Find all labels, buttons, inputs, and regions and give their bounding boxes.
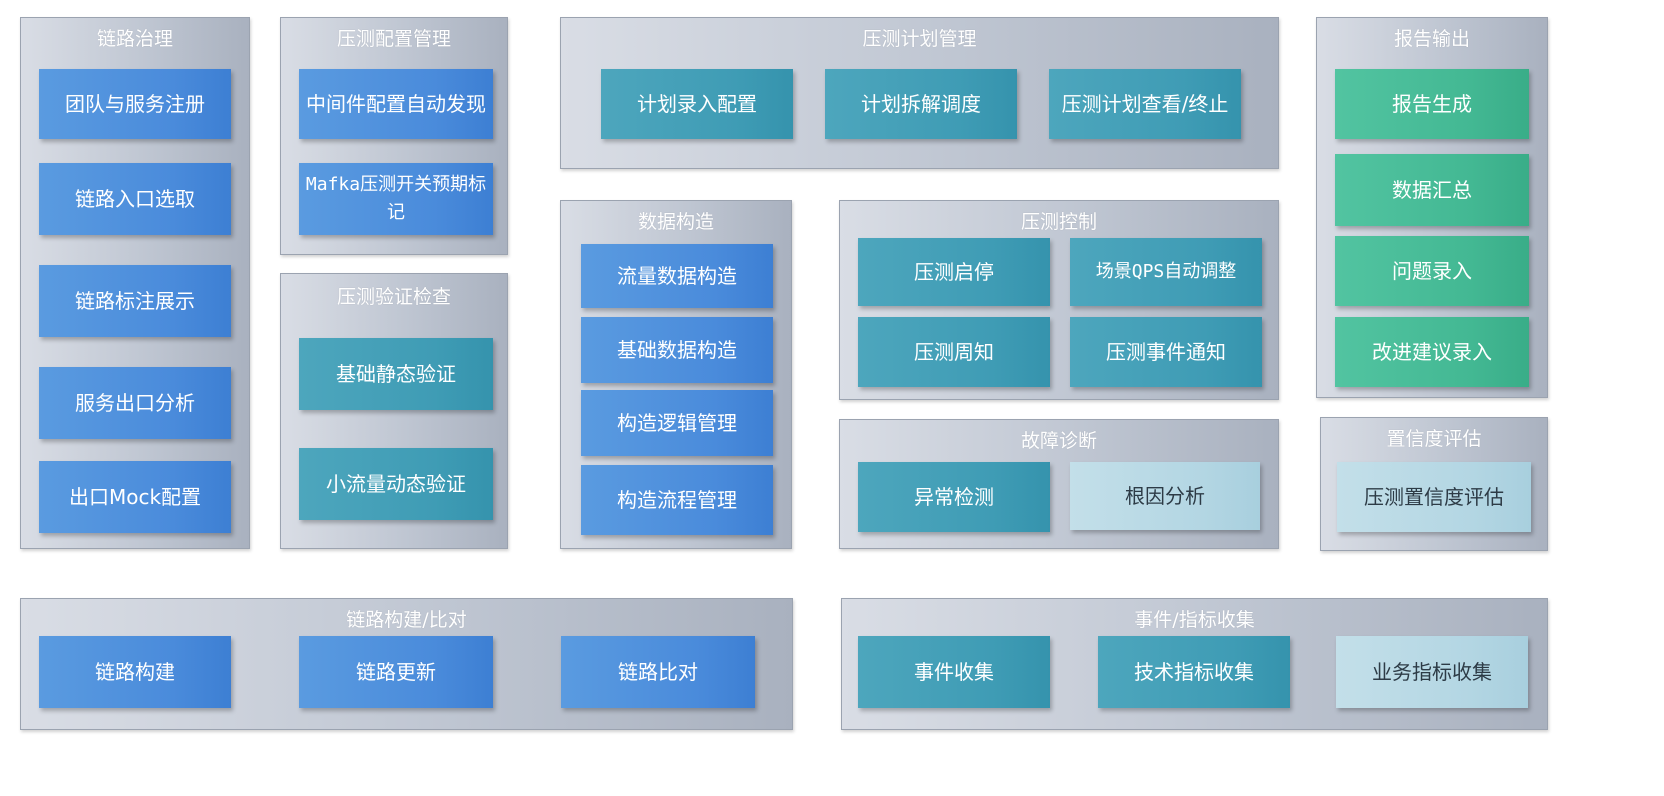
group-link-governance: 链路治理 团队与服务注册 链路入口选取 链路标注展示 服务出口分析 出口Mock… xyxy=(20,17,250,549)
group-confidence: 置信度评估 压测置信度评估 xyxy=(1320,417,1548,551)
box-plan-view-stop[interactable]: 压测计划查看/终止 xyxy=(1049,69,1241,139)
group-title: 置信度评估 xyxy=(1386,428,1482,450)
group-title: 链路治理 xyxy=(96,28,173,50)
box-exit-mock-config[interactable]: 出口Mock配置 xyxy=(39,461,231,533)
box-link-update[interactable]: 链路更新 xyxy=(299,636,493,708)
group-data-construct: 数据构造 流量数据构造 基础数据构造 构造逻辑管理 构造流程管理 xyxy=(560,200,792,549)
box-middleware-auto-discover[interactable]: 中间件配置自动发现 xyxy=(299,69,493,139)
group-title: 报告输出 xyxy=(1393,28,1470,50)
box-link-compare[interactable]: 链路比对 xyxy=(561,636,755,708)
box-dynamic-verify[interactable]: 小流量动态验证 xyxy=(299,448,493,520)
box-traffic-data[interactable]: 流量数据构造 xyxy=(581,244,773,308)
box-team-service-register[interactable]: 团队与服务注册 xyxy=(39,69,231,139)
box-start-stop[interactable]: 压测启停 xyxy=(858,238,1050,306)
group-title: 链路构建/比对 xyxy=(346,609,467,631)
group-diagnosis: 故障诊断 异常检测 根因分析 xyxy=(839,419,1279,549)
box-service-exit-analysis[interactable]: 服务出口分析 xyxy=(39,367,231,439)
box-event-collect[interactable]: 事件收集 xyxy=(858,636,1050,708)
box-plan-entry-config[interactable]: 计划录入配置 xyxy=(601,69,793,139)
group-plan-mgmt: 压测计划管理 计划录入配置 计划拆解调度 压测计划查看/终止 xyxy=(560,17,1279,169)
box-link-build[interactable]: 链路构建 xyxy=(39,636,231,708)
box-improvement-entry[interactable]: 改进建议录入 xyxy=(1335,317,1529,387)
box-anomaly-detect[interactable]: 异常检测 xyxy=(858,462,1050,532)
box-notify[interactable]: 压测周知 xyxy=(858,317,1050,387)
box-link-annotation[interactable]: 链路标注展示 xyxy=(39,265,231,337)
box-flow-mgmt[interactable]: 构造流程管理 xyxy=(581,465,773,535)
box-plan-dispatch[interactable]: 计划拆解调度 xyxy=(825,69,1017,139)
group-title: 事件/指标收集 xyxy=(1134,609,1255,631)
box-report-generate[interactable]: 报告生成 xyxy=(1335,69,1529,139)
group-title: 数据构造 xyxy=(637,211,714,233)
group-link-build: 链路构建/比对 链路构建 链路更新 链路比对 xyxy=(20,598,793,730)
group-verify-check: 压测验证检查 基础静态验证 小流量动态验证 xyxy=(280,273,508,549)
box-data-summary[interactable]: 数据汇总 xyxy=(1335,154,1529,226)
box-qps-auto-adjust[interactable]: 场景QPS自动调整 xyxy=(1070,238,1262,306)
group-title: 故障诊断 xyxy=(1020,430,1097,452)
box-issue-entry[interactable]: 问题录入 xyxy=(1335,236,1529,306)
box-event-notify[interactable]: 压测事件通知 xyxy=(1070,317,1262,387)
box-logic-mgmt[interactable]: 构造逻辑管理 xyxy=(581,390,773,456)
group-control: 压测控制 压测启停 场景QPS自动调整 压测周知 压测事件通知 xyxy=(839,200,1279,400)
group-title: 压测验证检查 xyxy=(336,286,451,308)
group-title: 压测控制 xyxy=(1020,211,1097,233)
box-base-data[interactable]: 基础数据构造 xyxy=(581,317,773,383)
group-title: 压测配置管理 xyxy=(336,28,451,50)
group-report-output: 报告输出 报告生成 数据汇总 问题录入 改进建议录入 xyxy=(1316,17,1548,398)
box-tech-metric-collect[interactable]: 技术指标收集 xyxy=(1098,636,1290,708)
group-config-mgmt: 压测配置管理 中间件配置自动发现 Mafka压测开关预期标记 xyxy=(280,17,508,255)
box-static-verify[interactable]: 基础静态验证 xyxy=(299,338,493,410)
group-title: 压测计划管理 xyxy=(862,28,977,50)
group-event-collect: 事件/指标收集 事件收集 技术指标收集 业务指标收集 xyxy=(841,598,1548,730)
box-root-cause[interactable]: 根因分析 xyxy=(1070,462,1260,530)
box-biz-metric-collect[interactable]: 业务指标收集 xyxy=(1336,636,1528,708)
box-mafka-switch-mark[interactable]: Mafka压测开关预期标记 xyxy=(299,163,493,235)
box-link-entry-select[interactable]: 链路入口选取 xyxy=(39,163,231,235)
box-confidence-eval[interactable]: 压测置信度评估 xyxy=(1337,462,1531,532)
